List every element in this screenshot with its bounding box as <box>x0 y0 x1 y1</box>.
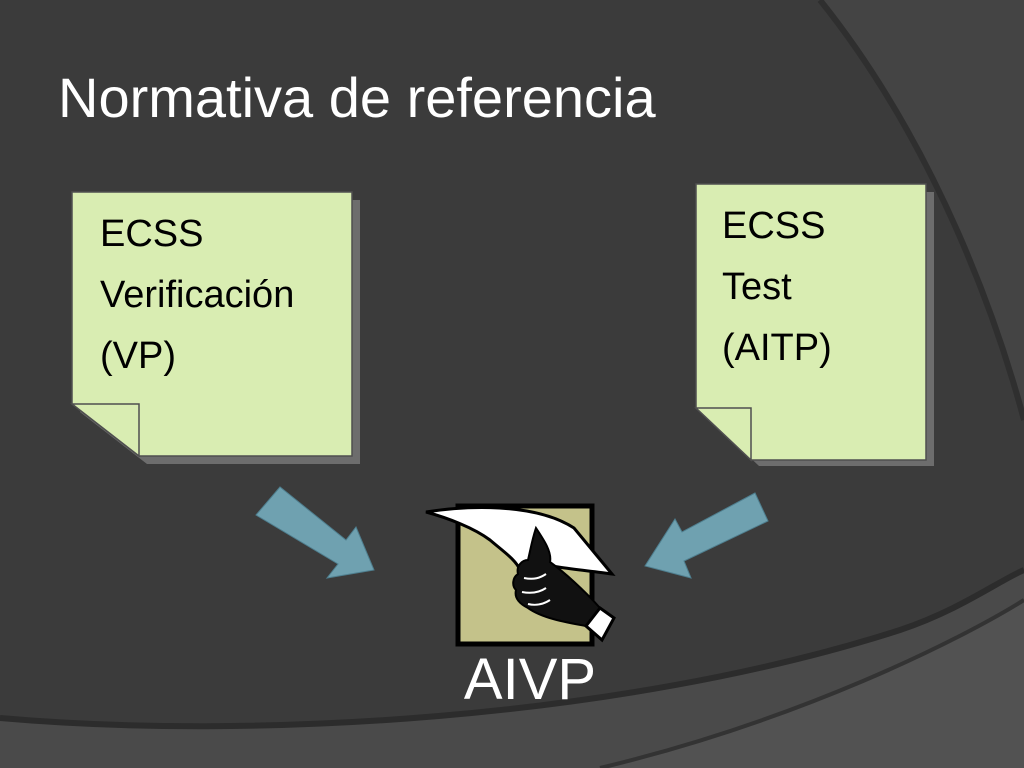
slide-title: Normativa de referencia <box>58 66 656 129</box>
note-shape <box>69 191 360 464</box>
note-shape <box>694 183 934 466</box>
note-line: (AITP) <box>722 327 832 369</box>
note-line: ECSS <box>100 213 204 255</box>
hand-holding-document-icon <box>425 503 616 647</box>
note-ecss-test: ECSS Test (AITP) <box>694 183 936 466</box>
note-line: ECSS <box>722 205 826 247</box>
note-line: Test <box>722 266 792 308</box>
arrow-left-to-center <box>255 486 375 579</box>
arrow-right-to-center <box>644 492 769 579</box>
aivp-label: AIVP <box>463 647 597 712</box>
note-line: (VP) <box>100 335 176 377</box>
note-ecss-verification: ECSS Verificación (VP) <box>69 191 362 468</box>
note-line: Verificación <box>100 274 295 316</box>
